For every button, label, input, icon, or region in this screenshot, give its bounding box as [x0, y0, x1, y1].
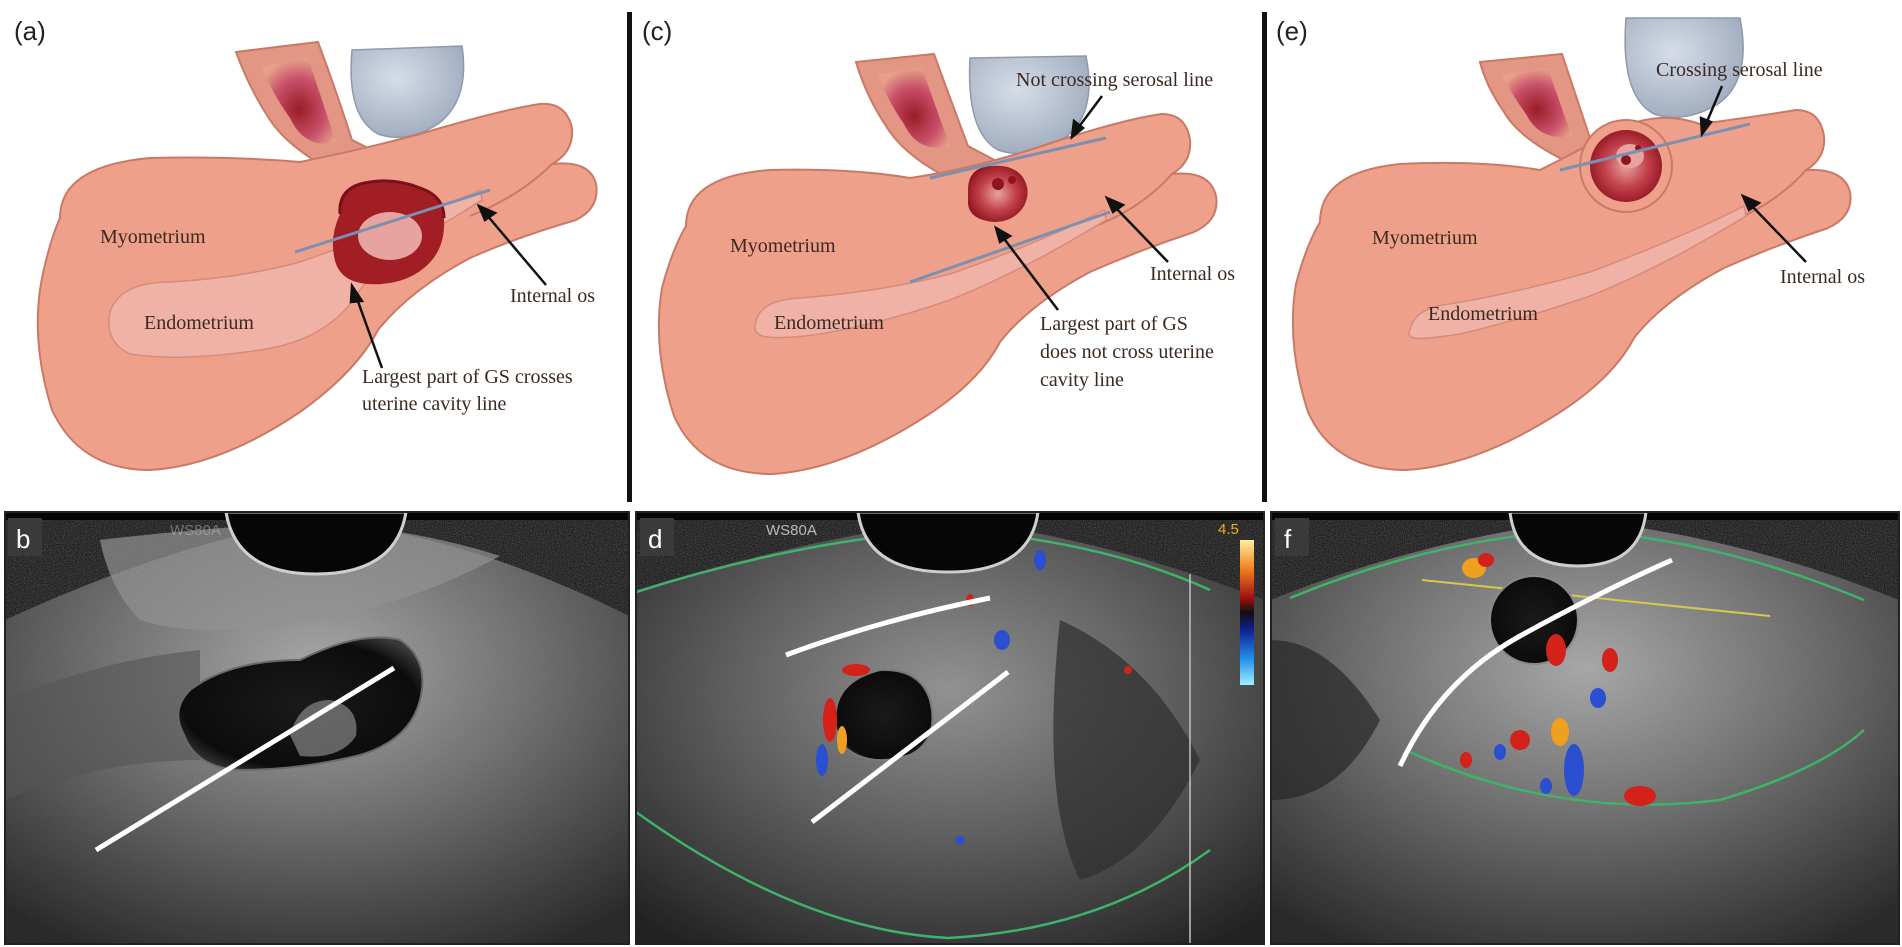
label-gs-line2: does not cross uterine — [1040, 341, 1214, 363]
panel-b-device-tag: WS80A — [170, 522, 221, 539]
label-myometrium: Myometrium — [730, 235, 836, 257]
gestational-sac — [1580, 120, 1672, 212]
label-serosal: Not crossing serosal line — [1016, 69, 1213, 91]
panel-b-ultrasound: b WS80A — [5, 512, 629, 944]
color-scale-bar — [1240, 540, 1254, 685]
panel-f-ultrasound: f — [1271, 512, 1899, 944]
divider-left — [627, 12, 632, 502]
label-gs-line1: Largest part of GS crosses — [362, 366, 573, 388]
label-myometrium: Myometrium — [100, 226, 206, 248]
panel-c-illustration: (c) Not crossing serosal line Myometrium… — [642, 16, 1235, 474]
divider-right — [1262, 12, 1267, 502]
label-internal-os: Internal os — [1780, 266, 1865, 288]
panel-d-device-tag: WS80A — [766, 522, 817, 539]
label-gs-line2: uterine cavity line — [362, 393, 507, 415]
label-internal-os: Internal os — [1150, 263, 1235, 285]
label-endometrium: Endometrium — [774, 312, 884, 334]
panel-a-letter: (a) — [14, 16, 46, 46]
label-internal-os: Internal os — [510, 285, 595, 307]
panel-a-illustration: (a) Myometrium Endometrium Internal os L… — [14, 16, 597, 470]
label-myometrium: Myometrium — [1372, 227, 1478, 249]
panel-d-ultrasound: 4.5 d WS80A — [636, 512, 1264, 944]
panel-e-letter: (e) — [1276, 16, 1308, 46]
label-endometrium: Endometrium — [144, 312, 254, 334]
panel-d-letter: d — [648, 524, 662, 554]
bladder — [351, 46, 464, 137]
label-endometrium: Endometrium — [1428, 303, 1538, 325]
panel-d-scale-top: 4.5 — [1218, 521, 1239, 538]
panel-f-letter: f — [1284, 524, 1292, 554]
label-gs-line1: Largest part of GS — [1040, 313, 1188, 335]
panel-c-letter: (c) — [642, 16, 672, 46]
panel-e-illustration: (e) Crossing serosal line Myometrium End… — [1276, 16, 1865, 470]
panel-b-letter: b — [16, 524, 30, 554]
label-gs-line3: cavity line — [1040, 369, 1124, 391]
label-serosal: Crossing serosal line — [1656, 59, 1823, 81]
